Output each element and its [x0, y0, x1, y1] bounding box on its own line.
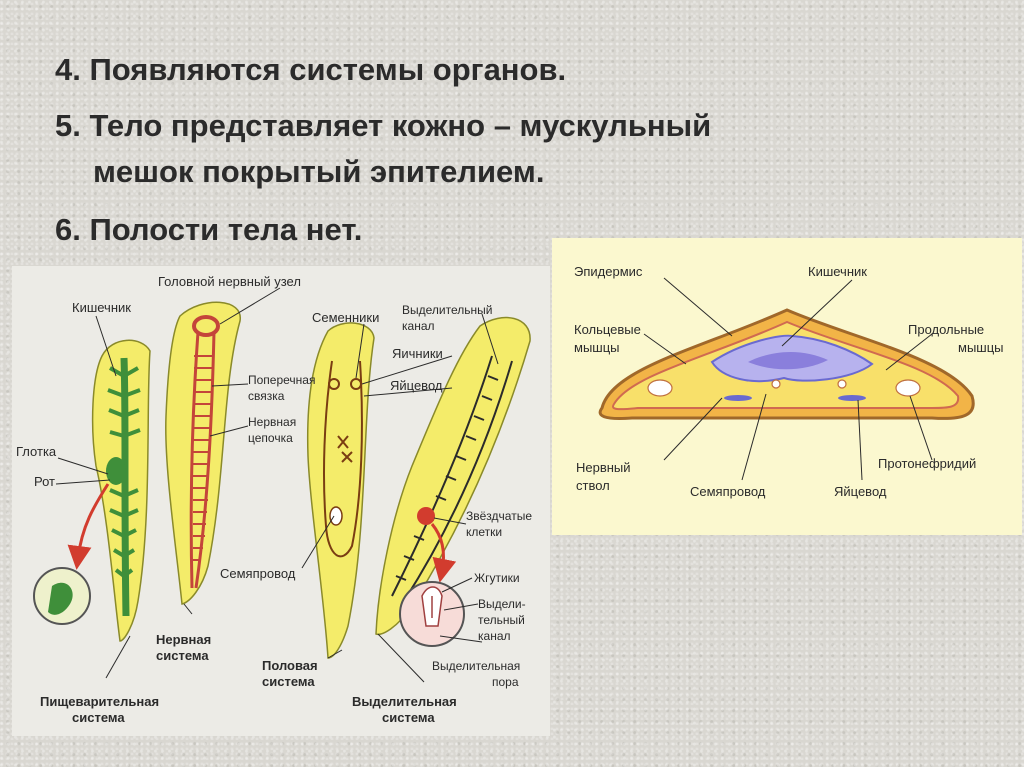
bullet-no-body-cavity: 6. Полости тела нет.: [55, 208, 362, 252]
caption-excretory-1: Выделительная: [352, 694, 457, 709]
label-nerve-trunk-2: ствол: [576, 478, 610, 493]
label-testes: Семенники: [312, 310, 379, 325]
label-long-muscles-2: мышцы: [958, 340, 1004, 355]
label-excr-pore-2: пора: [492, 675, 519, 689]
label-flagella: Жгутики: [474, 571, 520, 585]
bullet-body-sac-line2: мешок покрытый эпителием.: [93, 150, 544, 194]
digestive-worm: [34, 340, 150, 641]
label-protonephridium: Протонефридий: [878, 456, 976, 471]
label-head-ganglion: Головной нервный узел: [158, 274, 301, 289]
caption-digestive-1: Пищеварительная: [40, 694, 159, 709]
bullet-body-sac-line1: 5. Тело представляет кожно – мускульный: [55, 104, 711, 148]
label-intestine: Кишечник: [72, 300, 131, 315]
label-excr-canal-small-2: тельный: [478, 613, 525, 627]
caption-nervous-2: система: [156, 648, 209, 663]
label-cs-vas-deferens: Семяпровод: [690, 484, 766, 499]
label-ovaries: Яичники: [392, 346, 443, 361]
cross-section-diagram: Эпидермис Кишечник Кольцевые мышцы Продо…: [552, 238, 1022, 535]
label-nerve-chain: Нервная: [248, 415, 296, 429]
label-star-cells-2: клетки: [466, 525, 502, 539]
caption-excretory-2: система: [382, 710, 435, 725]
label-star-cells: Звёздчатые: [466, 509, 532, 523]
label-excretory-canal-2: канал: [402, 319, 435, 333]
organ-systems-svg: Головной нервный узел Кишечник Глотка Ро…: [12, 266, 550, 736]
nervous-worm: [166, 302, 240, 604]
label-long-muscles-1: Продольные: [908, 322, 984, 337]
label-excr-pore-1: Выделительная: [432, 659, 520, 673]
label-transverse-link-2: связка: [248, 389, 285, 403]
label-nerve-trunk-1: Нервный: [576, 460, 631, 475]
caption-nervous-1: Нервная: [156, 632, 211, 647]
label-mouth: Рот: [34, 474, 55, 489]
label-oviduct: Яйцевод: [390, 378, 443, 393]
label-cs-intestine: Кишечник: [808, 264, 867, 279]
label-epidermis: Эпидермис: [574, 264, 643, 279]
label-ring-muscles-2: мышцы: [574, 340, 620, 355]
organ-systems-diagram: Головной нервный узел Кишечник Глотка Ро…: [12, 266, 550, 736]
label-cs-oviduct: Яйцевод: [834, 484, 887, 499]
caption-reproductive-2: система: [262, 674, 315, 689]
bullet-organ-systems: 4. Появляются системы органов.: [55, 48, 566, 92]
label-excr-canal-small-3: канал: [478, 629, 511, 643]
caption-reproductive-1: Половая: [262, 658, 318, 673]
label-pharynx: Глотка: [16, 444, 57, 459]
label-transverse-link: Поперечная: [248, 373, 315, 387]
label-excretory-canal: Выделительный: [402, 303, 492, 317]
cross-section-svg: Эпидермис Кишечник Кольцевые мышцы Продо…: [552, 238, 1022, 535]
label-ring-muscles-1: Кольцевые: [574, 322, 641, 337]
caption-digestive-2: система: [72, 710, 125, 725]
label-excr-canal-small-1: Выдели-: [478, 597, 526, 611]
label-nerve-chain-2: цепочка: [248, 431, 293, 445]
reproductive-worm: [308, 323, 374, 658]
label-vas-deferens: Семяпровод: [220, 566, 296, 581]
